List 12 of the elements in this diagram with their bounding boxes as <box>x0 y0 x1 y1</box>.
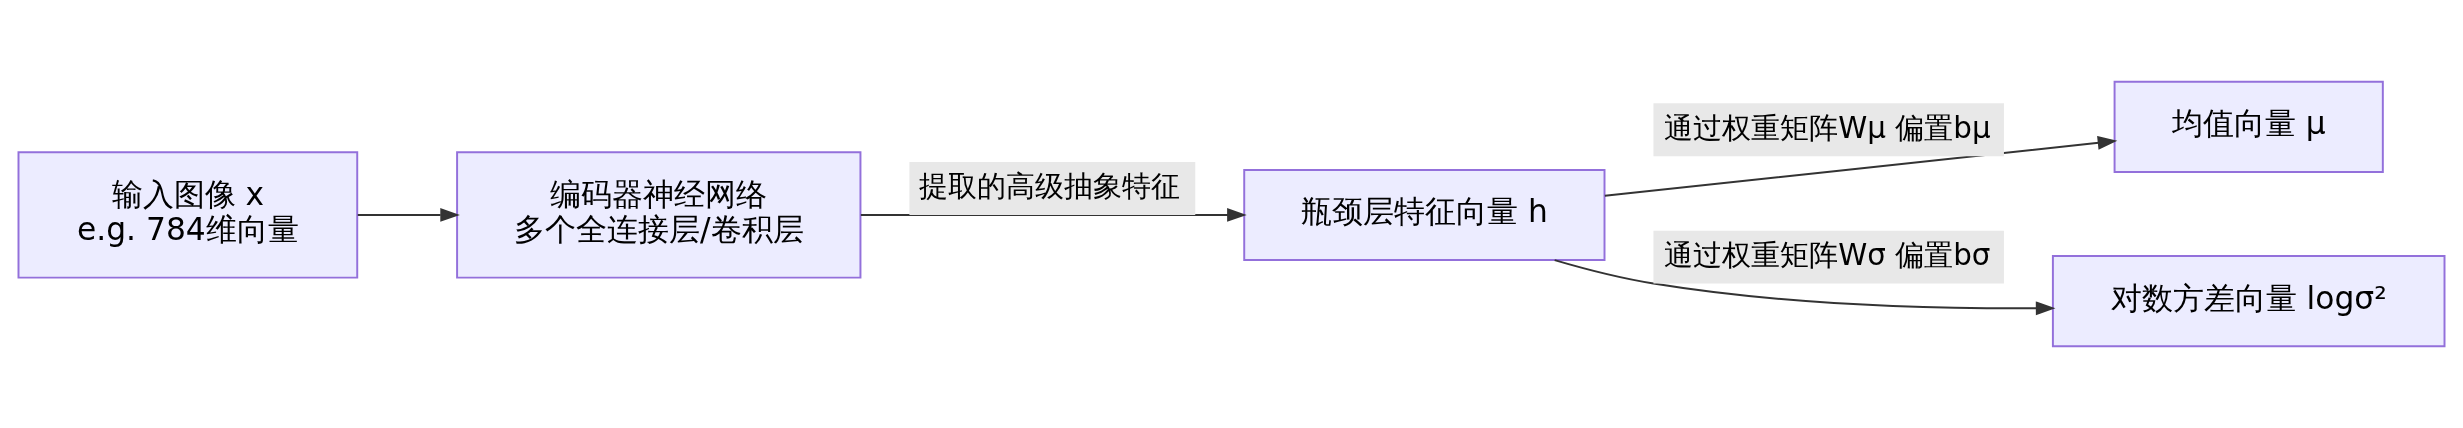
arrow <box>1603 136 2118 197</box>
edge-label: 提取的高级抽象特征 <box>919 169 1181 204</box>
arrow <box>859 208 1247 222</box>
node-box: 编码器神经网络 多个全连接层/卷积层 <box>456 151 862 279</box>
arrow <box>356 208 460 222</box>
node-box: 对数方差向量 logσ² <box>2051 255 2446 348</box>
node-box: 输入图像 x e.g. 784维向量 <box>17 151 359 279</box>
arrow <box>1553 259 2056 316</box>
edge-label: 通过权重矩阵Wσ 偏置bσ <box>1664 237 1991 272</box>
edge-label: 通过权重矩阵Wμ 偏置bμ <box>1664 110 1991 145</box>
node-box: 瓶颈层特征向量 h <box>1243 168 1606 261</box>
node-box: 均值向量 μ <box>2113 80 2384 173</box>
